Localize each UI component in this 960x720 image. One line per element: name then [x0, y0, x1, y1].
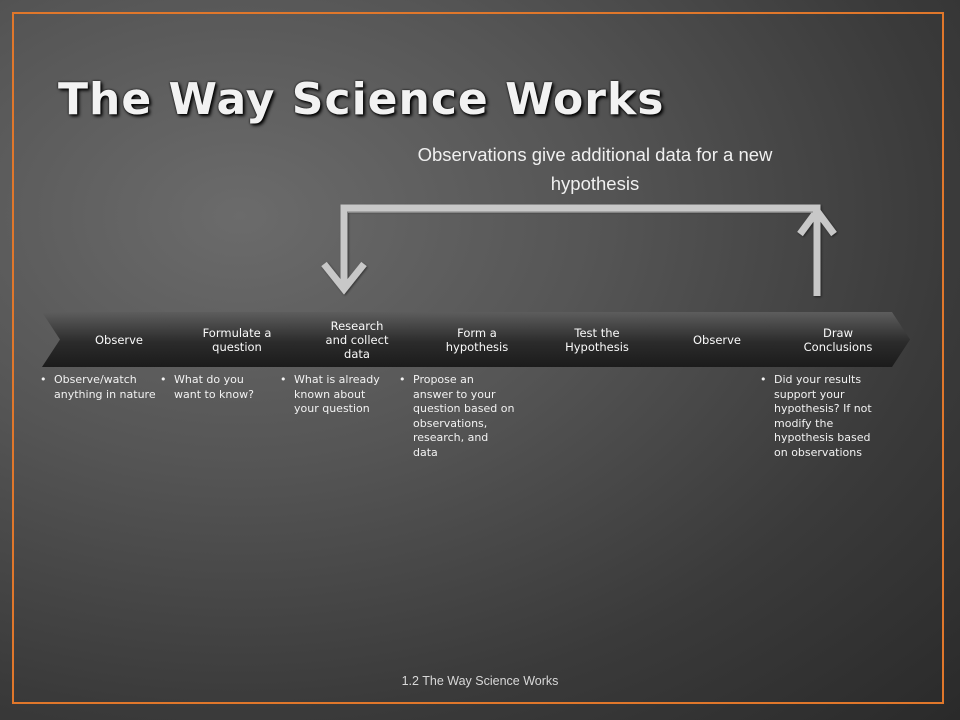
note-hypothesis: Propose an answer to your question based…	[399, 373, 515, 460]
note-text: Propose an answer to your question based…	[399, 373, 515, 460]
up-arrowhead	[797, 205, 837, 237]
step-label: Research and collect data	[325, 318, 389, 361]
step-observe-again: Observe	[640, 312, 788, 367]
step-label: Draw Conclusions	[803, 325, 873, 354]
step-label: Test the Hypothesis	[565, 325, 629, 354]
step-observe: Observe	[42, 312, 190, 367]
slide-footer: 1.2 The Way Science Works	[401, 674, 559, 688]
note-observe: Observe/watch anything in nature	[40, 373, 156, 402]
step-label: Form a hypothesis	[445, 325, 509, 354]
loop-line	[340, 204, 821, 296]
note-question: What do you want to know?	[160, 373, 272, 402]
step-form-hypothesis: Form a hypothesis	[400, 312, 548, 367]
note-text: Did your results support your hypothesis…	[760, 373, 875, 460]
step-test-hypothesis: Test the Hypothesis	[520, 312, 668, 367]
step-label: Observe	[692, 332, 742, 347]
note-text: Observe/watch anything in nature	[40, 373, 156, 402]
note-research: What is already known about your questio…	[280, 373, 392, 417]
step-draw-conclusions: Draw Conclusions	[760, 312, 910, 367]
note-conclusions: Did your results support your hypothesis…	[760, 373, 875, 460]
step-formulate-question: Formulate a question	[160, 312, 308, 367]
step-label: Formulate a question	[202, 325, 272, 354]
slide-border	[12, 12, 944, 704]
note-text: What is already known about your questio…	[280, 373, 392, 417]
slide-title: The Way Science Works	[58, 74, 665, 125]
feedback-caption: Observations give additional data for a …	[417, 144, 773, 194]
note-text: What do you want to know?	[160, 373, 272, 402]
step-research: Research and collect data	[280, 312, 428, 367]
step-label: Observe	[94, 332, 144, 347]
down-arrowhead	[321, 261, 367, 295]
